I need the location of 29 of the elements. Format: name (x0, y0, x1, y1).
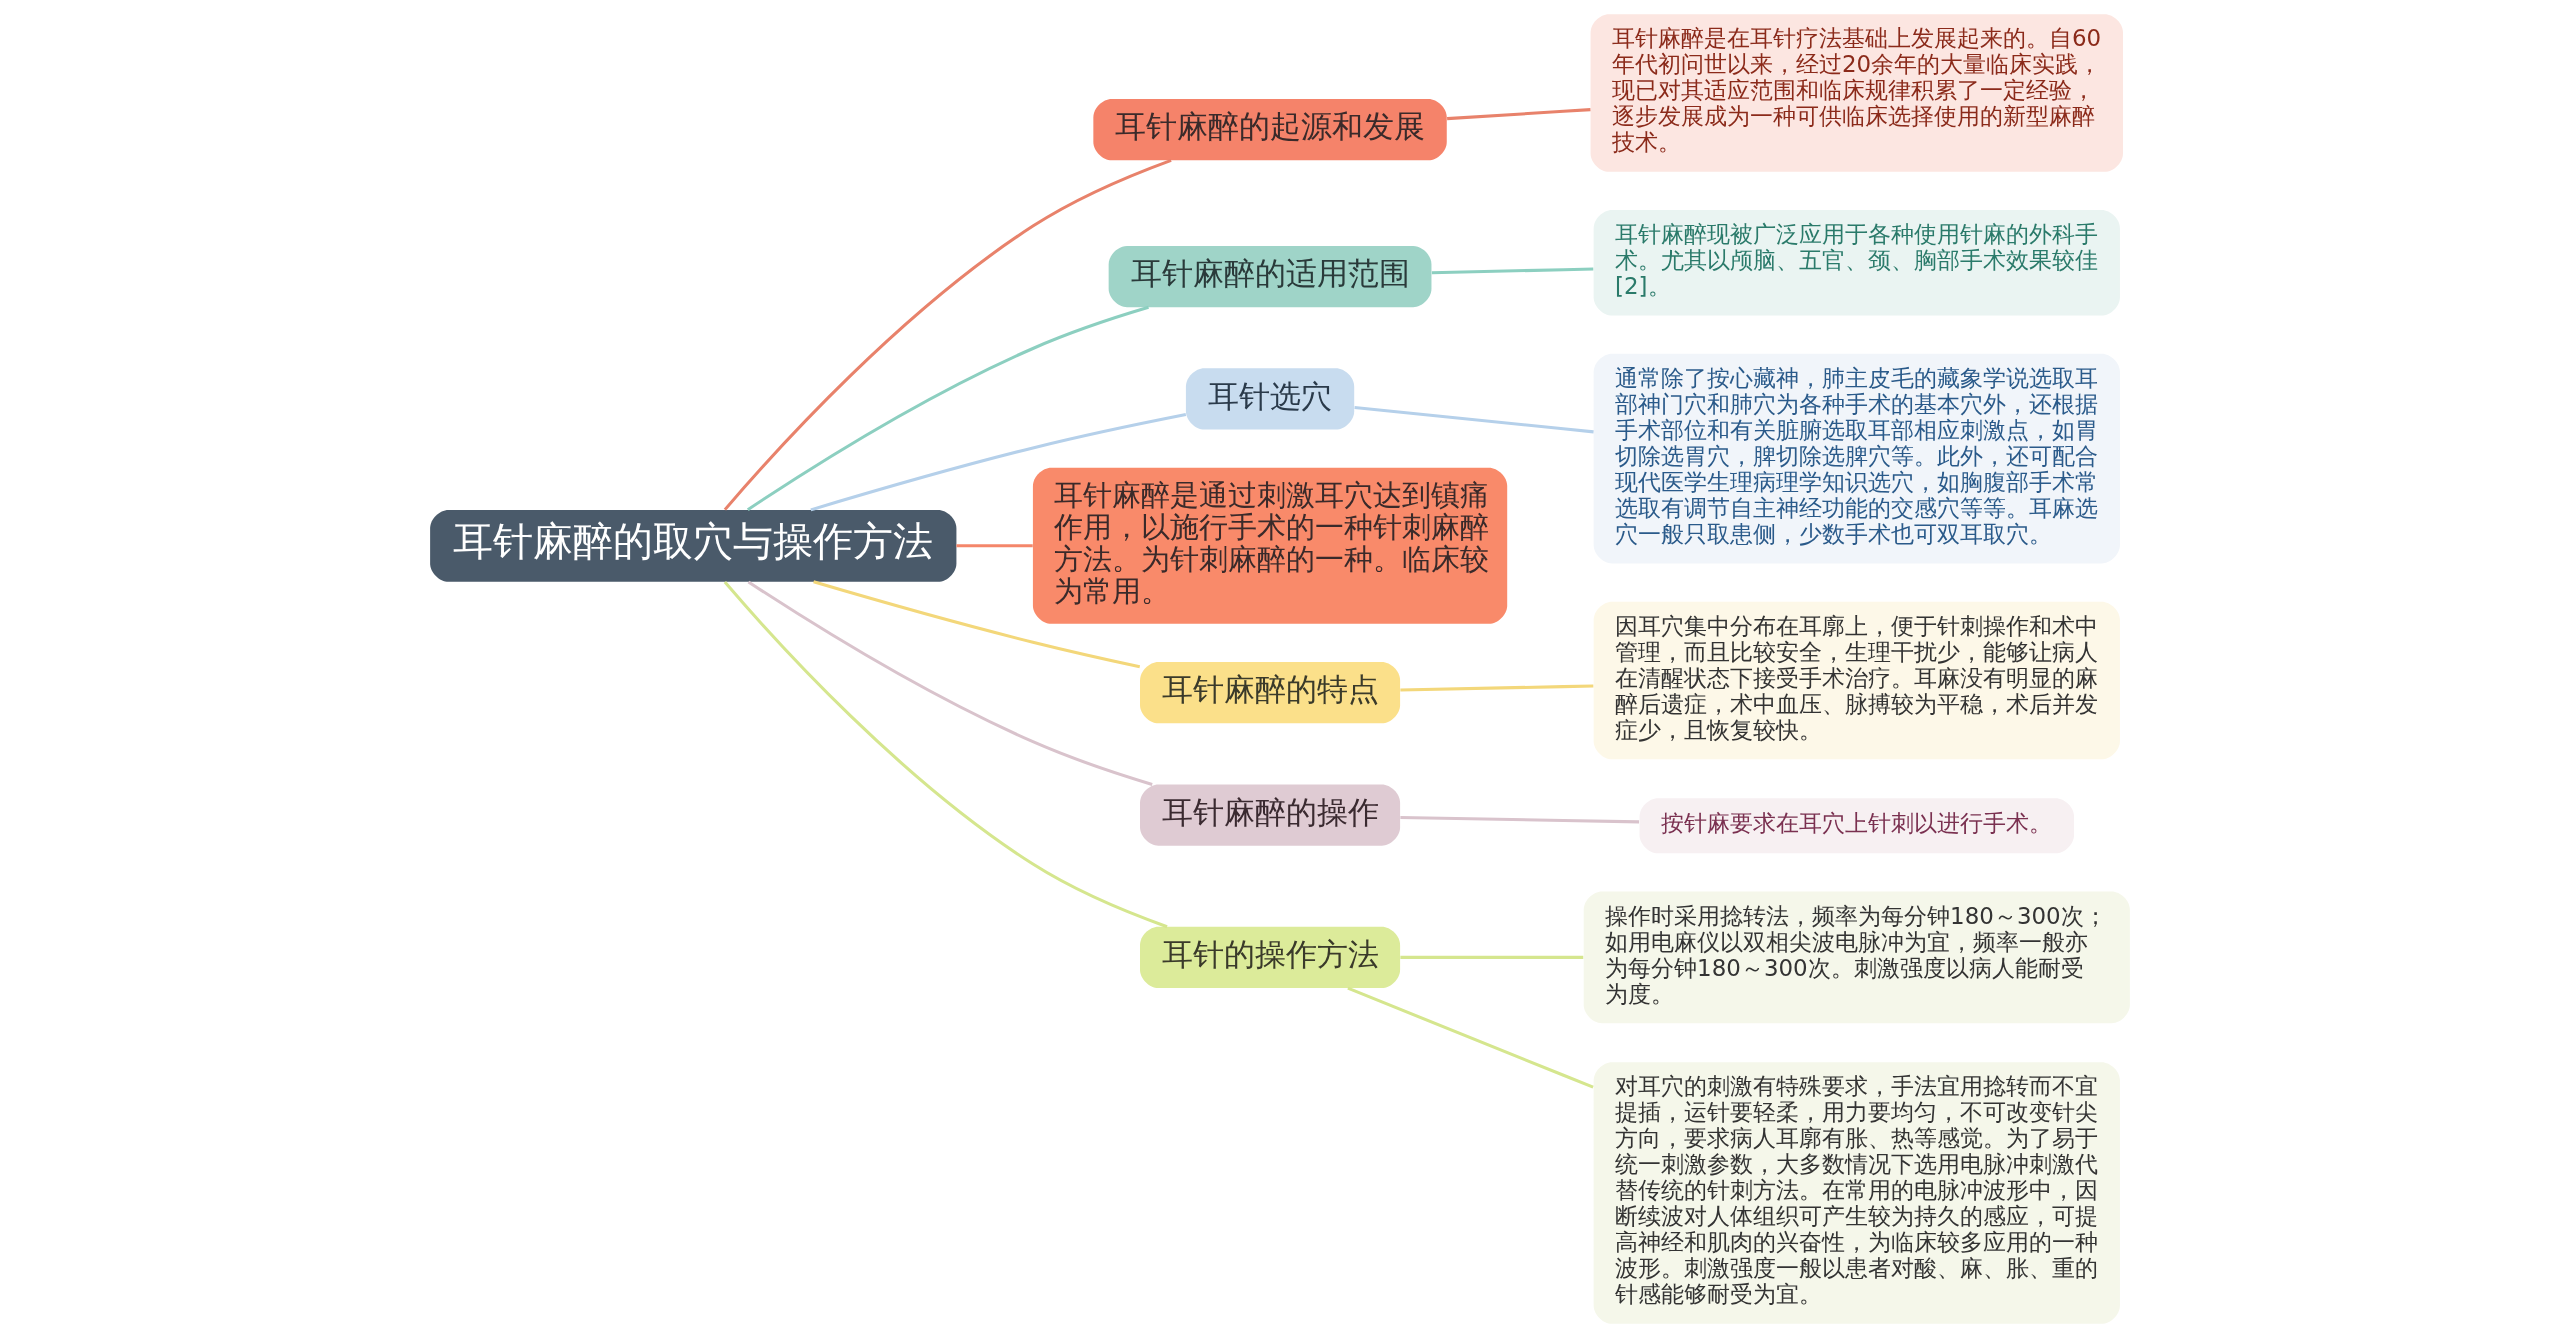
connector (723, 581, 1168, 929)
connector (956, 544, 1033, 548)
connector (747, 580, 1153, 786)
connector (746, 305, 1149, 511)
node-box: 通常除了按心藏神，肺主皮毛的藏象学说选取耳部神门穴和肺穴为各种手术的基本穴外，还根据手术部位和有关脏腑选取耳部相应刺激点，如胃切除选胃穴，脾切除选脾穴等。此外，还可配合现代医学生理病理学知识选穴，如胸腹部手术常选取有调节自主神经功能的交感穴等等。耳麻选穴一般只取患侧，少数手术也可双耳取穴。 (1593, 353, 2120, 564)
node-box: 耳针麻醉是通过刺激耳穴达到镇痛作用，以施行手术的一种针刺麻醉方法。为针刺麻醉的一种。临床较为常用。 (1032, 467, 1508, 624)
node-box: 耳针麻醉的操作 (1140, 784, 1401, 846)
connector (813, 580, 1141, 669)
connector (1400, 955, 1584, 959)
connector (1400, 815, 1640, 824)
node-box: 按针麻要求在耳穴上针刺以进行手术。 (1639, 798, 2075, 854)
connector (723, 158, 1172, 511)
node-box: 耳针的操作方法 (1140, 926, 1401, 988)
connector (1400, 684, 1594, 692)
connector (1347, 986, 1594, 1089)
node-box: 因耳穴集中分布在耳廓上，便于针刺操作和术中管理，而且比较安全，生理干扰少，能够让病人在清醒状态下接受手术治疗。耳麻没有明显的麻醉后遗症，术中血压、脉搏较为平稳，术后并发症少，且恢复较快。 (1593, 601, 2120, 760)
node-box: 耳针麻醉现被广泛应用于各种使用针麻的外科手术。尤其以颅脑、五官、颈、胸部手术效果较佳[2]。 (1593, 210, 2120, 316)
connector (810, 413, 1187, 512)
connector (1354, 405, 1594, 434)
node-box: 耳针麻醉是在耳针疗法基础上发展起来的。自60年代初问世以来，经过20余年的大量临床实践，现已对其适应范围和临床规律积累了一定经验，逐步发展成为一种可供临床选择使用的新型麻醉技术。 (1590, 14, 2123, 172)
node-box: 耳针麻醉的起源和发展 (1093, 99, 1447, 161)
node-box: 耳针麻醉的适用范围 (1108, 245, 1432, 308)
node-box: 耳针麻醉的特点 (1140, 662, 1401, 724)
node-box: 对耳穴的刺激有特殊要求，手法宜用捻转而不宜提插，运针要轻柔，用力要均匀，不可改变针尖方向，要求病人耳廓有胀、热等感觉。为了易于统一刺激参数，大多数情况下选用电脉冲刺激代替传统的针刺方法。在常用的电脉冲波形中，因断续波对人体组织可产生较为持久的感应，可提高神经和肌肉的兴奋性，为临床较多应用的一种波形。刺激强度一般以患者对酸、麻、胀、重的针感能够耐受为宜。 (1593, 1062, 2120, 1324)
connector (1431, 267, 1594, 275)
node-box: 耳针选穴 (1185, 368, 1355, 430)
node-box: 耳针麻醉的取穴与操作方法 (430, 509, 957, 582)
connector (1447, 108, 1591, 121)
node-box: 操作时采用捻转法，频率为每分钟180～300次；如用电麻仪以双相尖波电脉冲为宜，频率一般亦为每分钟180～300次。刺激强度以病人能耐受为度。 (1583, 891, 2130, 1024)
